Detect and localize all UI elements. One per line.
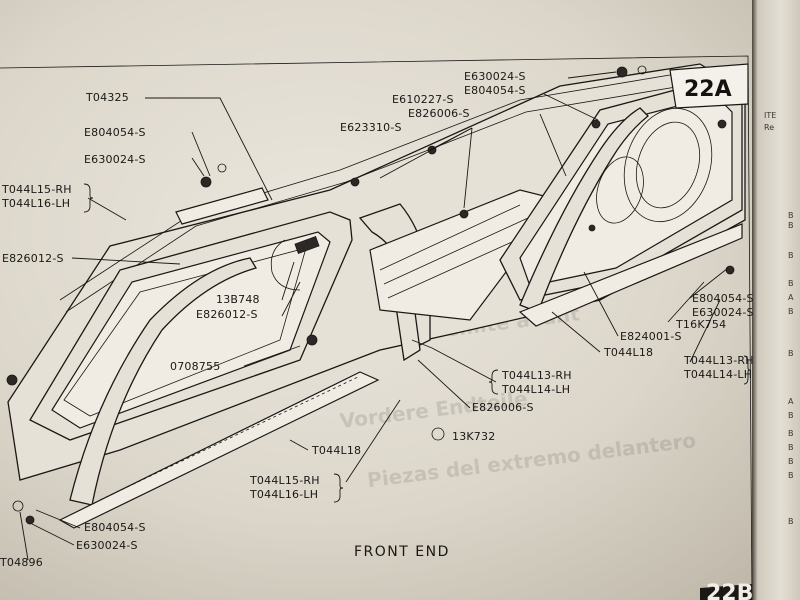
next-section-badge: 22B — [700, 581, 753, 600]
label-t044l16-lh-top: T044L16-LH — [1, 197, 70, 210]
panel-slot — [175, 187, 269, 225]
brace-top-left — [83, 183, 94, 213]
bulb-socket — [294, 236, 320, 254]
left-filler-strip — [69, 257, 257, 506]
label-t044l13-rh-mid: T044L13-RH — [501, 369, 572, 382]
screw-head-icon — [306, 334, 318, 346]
facing-page-edge — [752, 0, 800, 600]
label-e826012-left: E826012-S — [2, 252, 64, 265]
left-headlamp-inner-edge — [63, 247, 307, 417]
right-parking-lamp — [596, 156, 644, 224]
brace-right — [743, 355, 751, 385]
lower-molding-groove — [99, 375, 361, 501]
label-e804054-header: E804054-S — [464, 84, 526, 97]
margin-code: B — [788, 517, 794, 526]
margin-code: A — [788, 397, 794, 406]
right-lower-strip — [518, 223, 743, 327]
section-badge-text: 22A — [684, 77, 732, 102]
label-e630024-right: E630024-S — [692, 306, 754, 319]
right-filler-strip — [519, 107, 649, 313]
next-section-badge-text: 22B — [706, 581, 753, 600]
margin-code: B — [788, 307, 794, 316]
label-t044l13-rh-right: T044L13-RH — [683, 354, 754, 367]
screw-icon — [217, 163, 227, 173]
watermark-line-3: Piezas del extremo delantero — [366, 428, 697, 492]
label-0708755: 0708755 — [170, 360, 220, 373]
nut-icon — [6, 374, 18, 386]
clip-icon — [350, 177, 360, 187]
screw-icon — [637, 65, 647, 75]
diagram-frame — [0, 55, 753, 600]
label-t04325: T04325 — [85, 91, 129, 104]
margin-code: B — [788, 251, 794, 260]
label-t044l18-bottom: T044L18 — [311, 444, 361, 457]
clip-icon — [459, 209, 469, 219]
margin-code: B — [788, 457, 794, 466]
label-t044l15-rh-bottom: T044L15-RH — [249, 474, 320, 487]
right-headlamp-lens-inner — [635, 121, 701, 209]
label-13k732: 13K732 — [452, 430, 495, 443]
brace-mid — [488, 369, 499, 395]
clip-icon — [588, 224, 596, 232]
right-headlamp-lens-outer — [623, 107, 713, 223]
lower-molding-strip — [58, 371, 380, 529]
part-labels: T04325 E804054-S E630024-S T044L15-RH T0… — [0, 70, 754, 569]
margin-code: B — [788, 429, 794, 438]
label-e804054-right: E804054-S — [692, 292, 754, 305]
label-e804054-bottom: E804054-S — [84, 521, 146, 534]
upper-molding-inner — [65, 81, 707, 313]
label-e826006-top: E826006-S — [408, 107, 470, 120]
screw-icon — [25, 515, 35, 525]
label-t16k754: T16K754 — [675, 318, 726, 331]
label-e824001: E824001-S — [620, 330, 682, 343]
margin-code: A — [788, 293, 794, 302]
label-t044l16-lh-bottom: T044L16-LH — [249, 488, 318, 501]
label-t04896: T04896 — [0, 556, 43, 569]
margin-code: B — [788, 221, 794, 230]
margin-code: B — [788, 411, 794, 420]
label-13b748: 13B748 — [216, 293, 260, 306]
label-t044l14-lh-right: T044L14-LH — [683, 368, 752, 381]
washer-icon — [12, 500, 24, 512]
nut-icon — [200, 176, 212, 188]
clip-icon — [717, 119, 727, 129]
label-t044l15-rh-top: T044L15-RH — [1, 183, 72, 196]
margin-code: B — [788, 279, 794, 288]
margin-code: B — [788, 211, 794, 220]
label-t044l18-right: T044L18 — [603, 346, 653, 359]
retainer-icon — [431, 427, 445, 441]
margin-header-1: ITE — [764, 111, 776, 120]
margin-header-2: Re — [764, 123, 774, 132]
brace-bottom — [333, 473, 344, 503]
margin-code: B — [788, 349, 794, 358]
label-t044l14-lh-mid: T044L14-LH — [501, 383, 570, 396]
label-e630024-header: E630024-S — [464, 70, 526, 83]
margin-code: B — [788, 471, 794, 480]
section-badge: 22A — [669, 63, 749, 109]
margin-code: B — [788, 443, 794, 452]
clip-icon — [725, 265, 735, 275]
upper-molding — [59, 69, 701, 301]
label-e826006-mid: E826006-S — [472, 401, 534, 414]
label-e630024-bottom: E630024-S — [76, 539, 138, 552]
facing-page-margin: ITE Re B B B B A B B A B B B B B B — [764, 111, 794, 526]
label-e630024-top: E630024-S — [84, 153, 146, 166]
label-e826012-mid: E826012-S — [196, 308, 258, 321]
center-grille-slats — [379, 204, 535, 299]
wiring-harness — [270, 239, 301, 291]
leader-lines — [19, 71, 729, 561]
label-e610227: E610227-S — [392, 93, 454, 106]
diagram-caption: FRONT END — [354, 544, 450, 560]
clip-icon — [591, 119, 601, 129]
label-e804054-top: E804054-S — [84, 126, 146, 139]
fasteners — [6, 65, 735, 525]
nut-icon — [616, 66, 628, 78]
label-e623310: E623310-S — [340, 121, 402, 134]
